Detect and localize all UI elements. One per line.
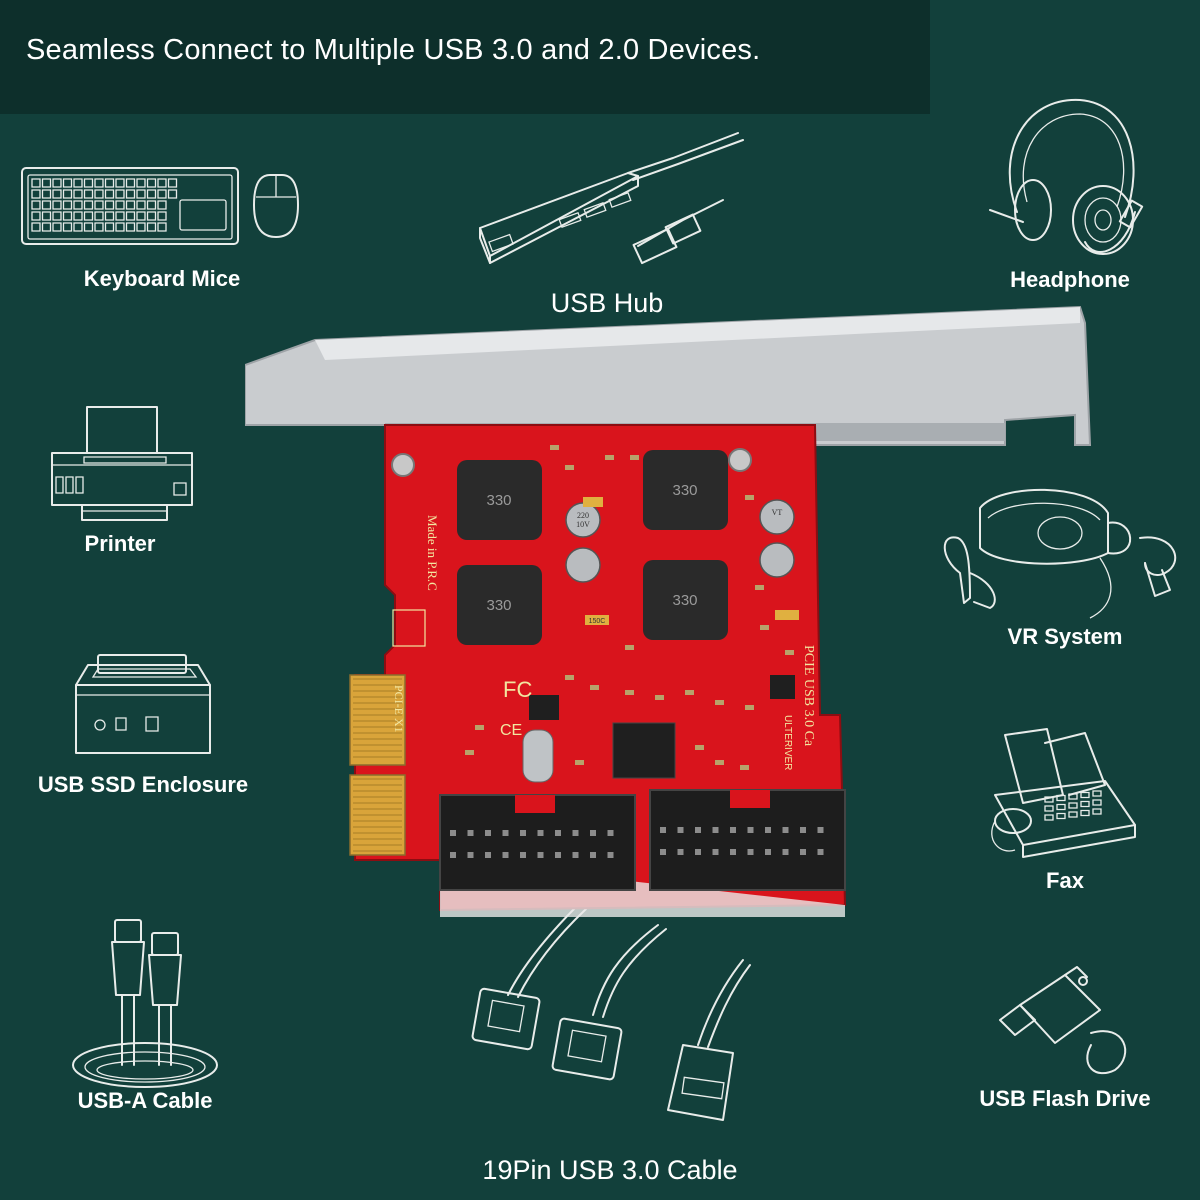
capacitor-label-2: 10V — [576, 520, 590, 529]
usb-a-cable-icon — [70, 915, 220, 1090]
19pin-cable-label: 19Pin USB 3.0 Cable — [482, 1155, 738, 1185]
ce-mark: CE — [500, 722, 522, 739]
screw-right — [728, 448, 752, 472]
fax-machine-icon — [985, 725, 1145, 865]
usb-hub-icon — [478, 128, 748, 273]
pcb-board — [354, 424, 847, 912]
fc-mark: FC — [503, 677, 532, 702]
headphone-label: Headphone — [1010, 267, 1130, 292]
silkscreen-pcie-usb: PCIE USB 3.0 Ca — [801, 645, 816, 747]
usb-ssd-enclosure-label: USB SSD Enclosure — [37, 772, 249, 797]
usb-flash-drive-label: USB Flash Drive — [979, 1086, 1151, 1111]
inductor-code-2: 330 — [672, 482, 697, 499]
ssd-enclosure-icon — [68, 655, 218, 765]
silkscreen-brand: ULTERIVER — [782, 715, 793, 770]
crystal-oscillator — [522, 729, 554, 783]
silkscreen-pcie-x1: PCI-E X1 — [392, 685, 406, 733]
banner-title: Seamless Connect to Multiple USB 3.0 and… — [26, 34, 761, 66]
capacitors — [565, 499, 795, 583]
keyboard-mouse-icon — [20, 165, 300, 250]
title-banner: Seamless Connect to Multiple USB 3.0 and… — [0, 0, 930, 114]
19pin-cable-icon — [468, 905, 768, 1145]
usb-hub-label: USB Hub — [550, 288, 664, 318]
printer-label: Printer — [84, 531, 156, 556]
capacitor-label-1: 220 — [577, 511, 589, 520]
inductor-code-4: 330 — [672, 592, 697, 609]
usb-a-cable-label: USB-A Cable — [77, 1088, 213, 1113]
keyboard-mice-label: Keyboard Mice — [83, 266, 241, 291]
printer-icon — [42, 405, 202, 525]
vr-headset-icon — [940, 478, 1190, 623]
controller-chip — [612, 722, 676, 779]
headphone-icon — [985, 92, 1150, 262]
inductors — [457, 450, 728, 645]
pcie-usb-card: 330 330 330 330 220 10V VT 150C Made in … — [245, 305, 1092, 917]
fuse-code: 150C — [589, 618, 606, 625]
vr-system-label: VR System — [1007, 624, 1123, 649]
inductor-code-3: 330 — [486, 597, 511, 614]
screw-left — [391, 453, 415, 477]
usb-flash-drive-icon — [995, 965, 1135, 1080]
silkscreen-made-in: Made in P.R.C — [425, 515, 440, 591]
pcie-gold-fingers — [349, 674, 406, 766]
capacitor-label-3: VT — [772, 508, 783, 517]
fax-label: Fax — [1046, 868, 1084, 893]
inductor-code-1: 330 — [486, 492, 511, 509]
